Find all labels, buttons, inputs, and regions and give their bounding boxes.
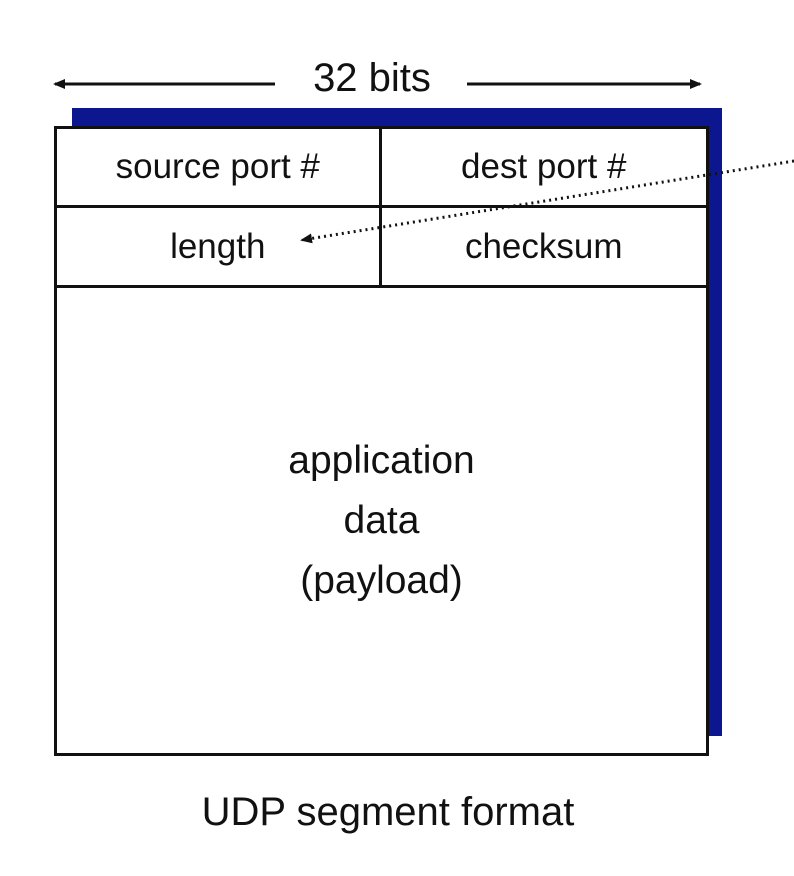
source-port-field: source port # [57, 129, 382, 205]
udp-segment-box: source port # dest port # length checksu… [54, 126, 709, 756]
payload-area: application data (payload) [57, 288, 706, 753]
header-row-ports: source port # dest port # [57, 129, 706, 208]
segment-width-label: 32 bits [282, 50, 462, 106]
checksum-field: checksum [464, 226, 623, 266]
diagram-caption: UDP segment format [201, 790, 575, 834]
dest-port-field: dest port # [461, 147, 627, 186]
payload-line-1: application [288, 438, 475, 482]
payload-line-3: (payload) [300, 558, 463, 602]
header-row-length-checksum: length checksum [57, 208, 706, 288]
payload-line-2: data [343, 498, 420, 542]
length-field: length [57, 208, 382, 285]
